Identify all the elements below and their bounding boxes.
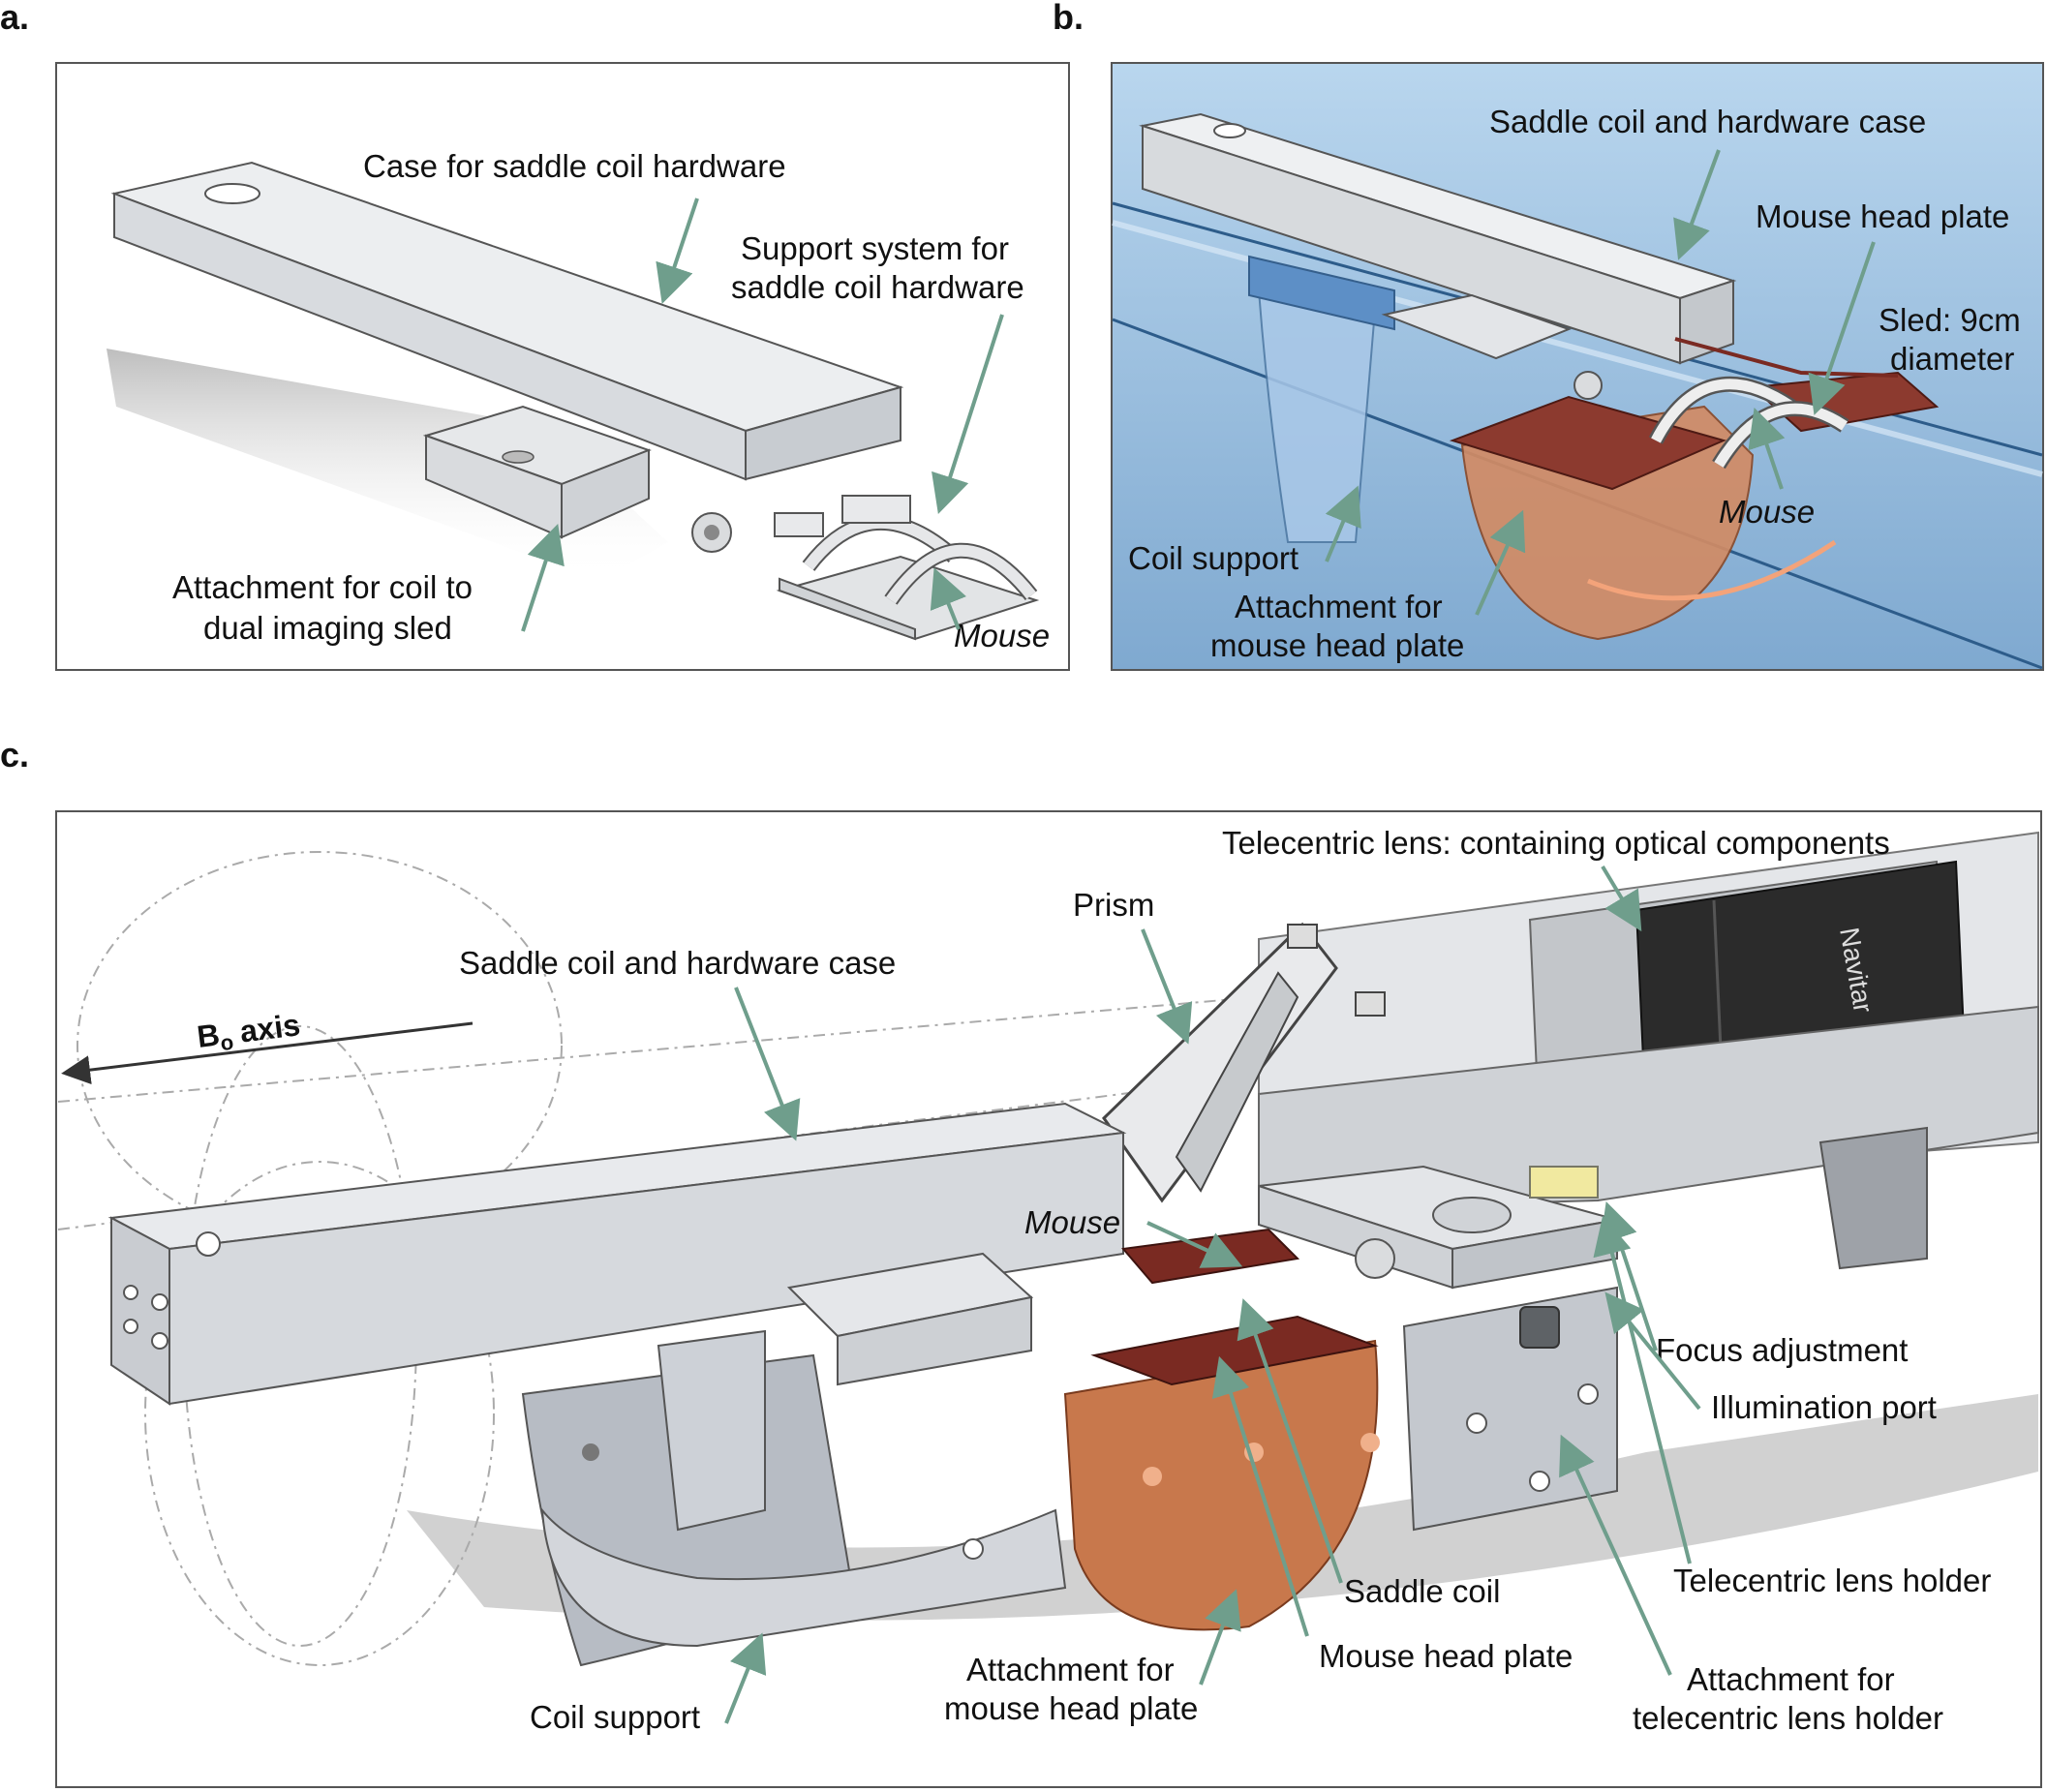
panel-c-case-label: Saddle coil and hardware case bbox=[459, 945, 896, 981]
panel-c-axis-sub: o bbox=[219, 1030, 234, 1055]
panel-c: c. Boaxis Navitar bbox=[0, 735, 2042, 1788]
panel-b-case bbox=[1139, 112, 1737, 365]
panel-a-frame bbox=[55, 62, 1070, 671]
panel-c-letter: c. bbox=[0, 735, 29, 775]
panel-c-prism bbox=[1102, 922, 1386, 1203]
panel-b-head-plate-arrow bbox=[1808, 241, 1876, 415]
panel-c-frame bbox=[55, 810, 2042, 1788]
panel-c-axis-main: B bbox=[195, 1017, 221, 1054]
panel-a-support-label-2: saddle coil hardware bbox=[731, 269, 1024, 305]
panel-b-letter: b. bbox=[1053, 0, 1084, 37]
panel-c-saddle-coil-arrow bbox=[1237, 1298, 1343, 1584]
panel-c-mouse-label: Mouse bbox=[1024, 1204, 1120, 1240]
panel-c-illumination-port bbox=[1529, 1166, 1599, 1199]
panel-a-case bbox=[110, 161, 904, 481]
panel-a-mouse-arrow bbox=[930, 567, 966, 630]
panel-c-case-arrow bbox=[734, 987, 801, 1141]
panel-a-attach-label-2: dual imaging sled bbox=[203, 610, 452, 646]
panel-c-head-plate-label: Mouse head plate bbox=[1319, 1638, 1573, 1674]
panel-b-attach-arrow bbox=[1475, 509, 1526, 616]
panel-b-sled-label-2: diameter bbox=[1890, 341, 2014, 377]
panel-c-lens-holder-label: Telecentric lens holder bbox=[1673, 1563, 1991, 1598]
panel-c-coil-support bbox=[521, 1329, 1067, 1667]
panel-c-attach-lens-label-1: Attachment for bbox=[1687, 1661, 1895, 1697]
panel-c-axis-label: Boaxis bbox=[195, 1007, 302, 1058]
panel-a-case-label: Case for saddle coil hardware bbox=[363, 148, 786, 184]
panel-c-lens-holder bbox=[1258, 1165, 1618, 1532]
panel-b-coil-support-label: Coil support bbox=[1128, 540, 1298, 576]
panel-c-head-plate bbox=[1090, 1315, 1379, 1386]
panel-a-support-arrow bbox=[932, 314, 1004, 515]
panel-c-focus-knob bbox=[1519, 1306, 1560, 1349]
panel-c-telecentric-label: Telecentric lens: containing optical com… bbox=[1222, 825, 1890, 861]
panel-a-attach-arrow bbox=[521, 523, 565, 632]
panel-a: a. bbox=[0, 0, 1070, 671]
panel-a-mouse-holder bbox=[774, 495, 1040, 641]
panel-a-support-label-1: Support system for bbox=[741, 230, 1009, 266]
panel-b-frame bbox=[1111, 62, 2044, 671]
panel-c-illumination-label: Illumination port bbox=[1711, 1389, 1937, 1425]
panel-c-attach-lens-arrow bbox=[1559, 1434, 1672, 1676]
panel-c-lens-holder-arrow bbox=[1593, 1215, 1692, 1564]
panel-c-axis-arrow bbox=[61, 1021, 474, 1085]
panel-b-case-label: Saddle coil and hardware case bbox=[1489, 104, 1926, 139]
panel-b-coil-support bbox=[1257, 289, 1377, 543]
panel-b-head-plate-label: Mouse head plate bbox=[1756, 198, 2009, 234]
panel-b-mouse-arrow bbox=[1748, 408, 1786, 490]
panel-c-attach-head-arrow bbox=[1199, 1589, 1241, 1686]
panel-c-axis-word: axis bbox=[238, 1007, 302, 1048]
panel-a-case-arrow bbox=[656, 197, 699, 304]
panel-c-mouse-arrow bbox=[1146, 1221, 1243, 1268]
panel-c-attach-head-label-1: Attachment for bbox=[966, 1652, 1175, 1687]
panel-a-attach-label-1: Attachment for coil to bbox=[172, 569, 473, 605]
panel-c-case bbox=[107, 1102, 1127, 1406]
panel-b-attach-label-2: mouse head plate bbox=[1210, 627, 1464, 663]
panel-b-sled-label-1: Sled: 9cm bbox=[1879, 302, 2021, 338]
panel-c-coil-support-arrow bbox=[724, 1632, 767, 1724]
panel-a-attachment bbox=[422, 405, 652, 539]
panel-b-case-arrow bbox=[1673, 149, 1721, 260]
panel-c-prism-label: Prism bbox=[1073, 887, 1154, 923]
panel-c-saddle-coil-label: Saddle coil bbox=[1344, 1573, 1500, 1609]
panel-c-head-plate-arrow bbox=[1211, 1355, 1309, 1637]
panel-c-attach-head-label-2: mouse head plate bbox=[944, 1690, 1198, 1726]
panel-c-prism-arrow bbox=[1141, 928, 1193, 1045]
panel-c-telecentric-arrow bbox=[1601, 865, 1642, 932]
panel-a-mouse-label: Mouse bbox=[954, 618, 1050, 653]
panel-b: b. Saddl bbox=[1053, 0, 2044, 671]
panel-c-coil-support-label: Coil support bbox=[530, 1699, 700, 1735]
panel-c-focus-label: Focus adjustment bbox=[1656, 1332, 1908, 1368]
panel-a-letter: a. bbox=[0, 0, 29, 37]
panel-c-attach-lens-label-2: telecentric lens holder bbox=[1633, 1700, 1943, 1736]
panel-b-mouse-label: Mouse bbox=[1719, 494, 1815, 530]
panel-b-coil-support-arrow bbox=[1325, 485, 1361, 562]
panel-b-attach-label-1: Attachment for bbox=[1235, 589, 1443, 624]
